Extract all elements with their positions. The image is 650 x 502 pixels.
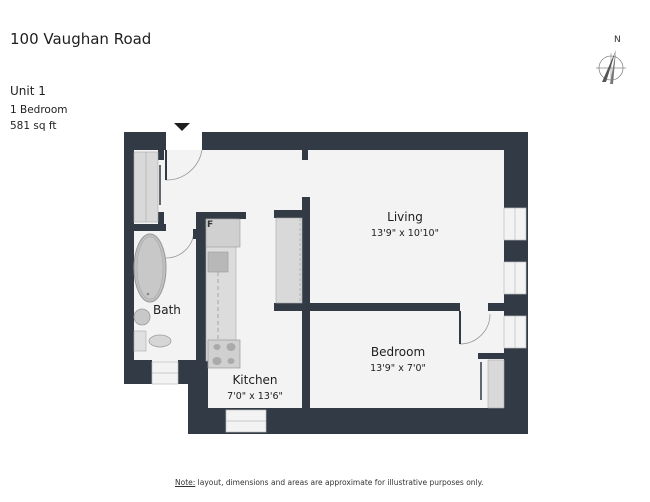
room-name: Living [387,210,423,224]
room-dimensions: 13'9" x 7'0" [370,363,426,374]
room-name: Bedroom [370,345,426,359]
address-title: 100 Vaughan Road [10,30,152,48]
unit-label: Unit 1 [10,84,46,98]
room-kitchen: Kitchen 7'0" x 13'6" [200,373,310,402]
disclaimer-note: Note: layout, dimensions and areas are a… [175,478,483,487]
compass-north-label: N [614,35,621,45]
note-label: Note: [175,478,196,487]
fridge-label: F [207,220,214,230]
room-dimensions: 13'9" x 10'10" [371,228,439,239]
note-text: layout, dimensions and areas are approxi… [195,478,484,487]
room-name: Kitchen [232,373,278,387]
bedroom-count: 1 Bedroom [10,104,68,116]
room-living: Living 13'9" x 10'10" [340,210,470,239]
room-name: Bath [153,303,181,317]
room-bath: Bath [153,303,181,317]
square-footage: 581 sq ft [10,120,57,132]
room-bedroom: Bedroom 13'9" x 7'0" [333,345,463,374]
room-dimensions: 7'0" x 13'6" [227,391,283,402]
